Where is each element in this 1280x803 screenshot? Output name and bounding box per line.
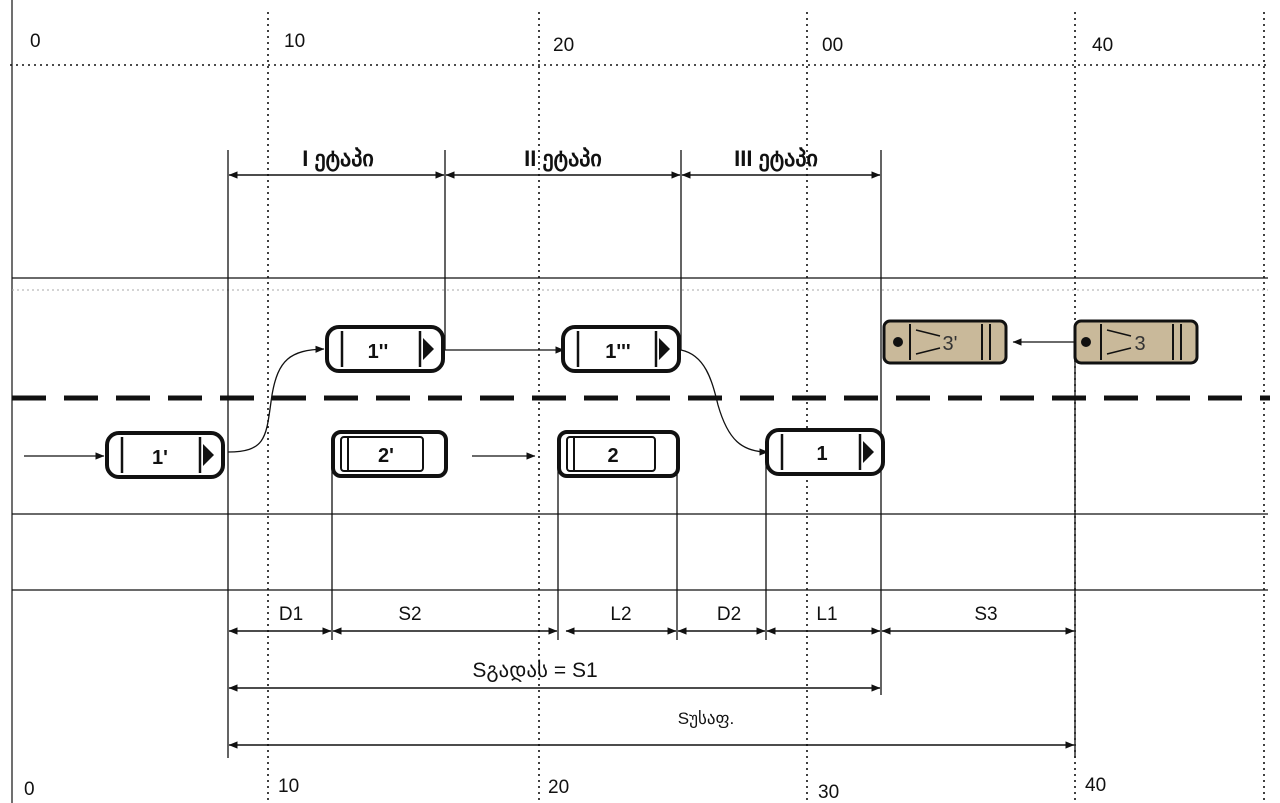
car-1-final: 1: [765, 428, 885, 476]
car-1-double-prime: 1'': [325, 325, 445, 373]
car-1-triple-prime-label: 1''': [605, 341, 630, 363]
car-2-prime-label: 2': [378, 445, 394, 467]
car-2: 2: [557, 430, 680, 478]
ruler-bottom-label-20: 20: [548, 777, 569, 798]
car-3-prime: 3': [882, 319, 1008, 365]
dim-d2-label: D2: [717, 604, 741, 625]
car-2-body: [557, 430, 680, 478]
car-1-double-prime-label: 1'': [368, 341, 389, 363]
ruler-top-label-0: 0: [30, 31, 41, 52]
road: [12, 277, 1270, 591]
ruler-top-label-30: 00: [822, 35, 843, 56]
lane-change-back-path: [680, 349, 769, 456]
stage3-label: III ეტაპი: [734, 146, 818, 172]
ruler-top-label-40: 40: [1092, 35, 1113, 56]
ruler-top-label-20: 20: [553, 35, 574, 56]
car-1-prime: 1': [105, 431, 225, 479]
ruler-grid: [10, 12, 1270, 803]
trajectories: [24, 338, 1075, 460]
dimension-arrows: [228, 627, 1075, 749]
dim-s1-total-label: Sგადას = S1: [472, 659, 597, 682]
reference-lines: [227, 150, 1076, 758]
car-1-triple-prime: 1''': [561, 325, 681, 373]
car-2-prime-body: [331, 430, 448, 478]
dim-l1-label: L1: [816, 604, 837, 625]
dim-d1-label: D1: [279, 604, 303, 625]
ruler-bottom-label-30: 30: [818, 782, 839, 803]
dim-s2-label: S2: [398, 604, 421, 625]
stage1-label: I ეტაპი: [302, 146, 374, 172]
car-1-prime-body: [105, 431, 225, 479]
car-1-prime-label: 1': [152, 447, 168, 469]
car-3-prime-body: [882, 319, 1008, 365]
dim-s3-label: S3: [974, 604, 997, 625]
car-2-prime: 2': [331, 430, 448, 478]
car-3-body: [1073, 319, 1199, 365]
ruler-top-label-10: 10: [284, 31, 305, 52]
lane-change-out-path: [227, 345, 325, 453]
ruler-bottom-label-0: 0: [24, 779, 35, 800]
dim-s-total-label: Sუსაფ.: [678, 709, 735, 729]
car-1-double-prime-body: [325, 325, 445, 373]
car-1-final-label: 1: [816, 443, 827, 465]
dim-l2-label: L2: [610, 604, 631, 625]
car-3-label: 3: [1134, 333, 1145, 355]
ruler-bottom-label-40: 40: [1085, 775, 1106, 796]
ruler-bottom-label-10: 10: [278, 776, 299, 797]
car-3-prime-label: 3': [943, 333, 958, 355]
stage2-label: II ეტაპი: [524, 146, 602, 172]
car-1-final-body: [765, 428, 885, 476]
car-2-label: 2: [607, 445, 618, 467]
car-1-triple-prime-body: [561, 325, 681, 373]
car-3: 3: [1073, 319, 1199, 365]
